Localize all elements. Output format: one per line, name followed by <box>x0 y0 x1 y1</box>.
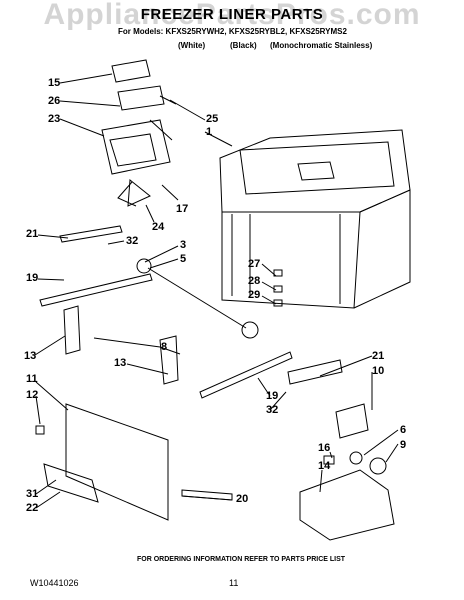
callout-21: 21 <box>26 228 39 240</box>
callout-5: 5 <box>180 253 187 265</box>
callout-21-b: 21 <box>372 350 385 362</box>
page-number: 11 <box>229 578 239 588</box>
callout-27: 27 <box>248 258 261 270</box>
callout-23: 23 <box>48 113 61 125</box>
ordering-note: FOR ORDERING INFORMATION REFER TO PARTS … <box>137 556 346 563</box>
callout-13-b: 13 <box>114 357 127 369</box>
callout-8: 8 <box>161 341 168 353</box>
callout-19-b: 19 <box>266 390 279 402</box>
callout-24: 24 <box>152 221 165 233</box>
callout-26: 26 <box>48 95 61 107</box>
callout-32-b: 32 <box>266 404 279 416</box>
callout-17: 17 <box>176 203 189 215</box>
document-number: W10441026 <box>30 578 79 588</box>
color-black-label: (Black) <box>230 41 257 50</box>
color-white-label: (White) <box>178 41 206 50</box>
callout-1: 1 <box>206 126 213 138</box>
callout-15: 15 <box>48 77 61 89</box>
callout-13: 13 <box>24 350 37 362</box>
callout-16: 16 <box>318 442 331 454</box>
callout-19: 19 <box>26 272 39 284</box>
callout-3: 3 <box>180 239 187 251</box>
callout-25: 25 <box>206 113 219 125</box>
callout-14: 14 <box>318 460 331 472</box>
callout-9: 9 <box>400 439 407 451</box>
model-list: For Models: KFXS25RYWH2, KFXS25RYBL2, KF… <box>118 27 347 36</box>
callout-12: 12 <box>26 389 39 401</box>
callout-32: 32 <box>126 235 139 247</box>
callout-22: 22 <box>26 502 39 514</box>
callout-28: 28 <box>248 275 261 287</box>
callout-29: 29 <box>248 289 261 301</box>
callout-6: 6 <box>400 424 407 436</box>
callout-31: 31 <box>26 488 39 500</box>
page-title: FREEZER LINER PARTS <box>140 6 324 23</box>
callout-10: 10 <box>372 365 385 377</box>
callout-11: 11 <box>26 373 38 385</box>
callout-20: 20 <box>236 493 249 505</box>
color-stainless-label: (Monochromatic Stainless) <box>270 41 373 50</box>
